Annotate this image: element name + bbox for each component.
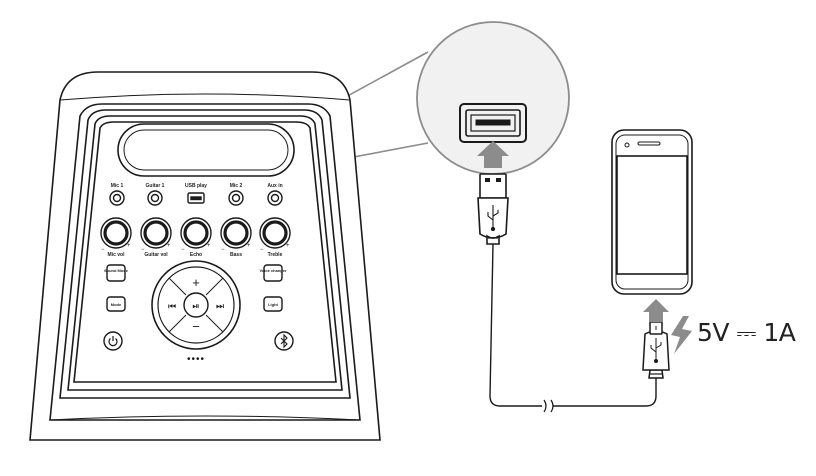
voice-changer-button [263, 264, 283, 282]
zoom-callout [416, 21, 570, 175]
usb-cable-right [553, 378, 657, 407]
svg-text:+: + [207, 243, 211, 249]
label-sound-mode: Sound Mode [104, 268, 129, 273]
speaker-outer-body [29, 71, 381, 441]
speaker-outer-frame [49, 103, 361, 421]
top-row-jacks [109, 190, 283, 206]
top-row-labels: Mic 1 Guitar 1 USB play Mic 2 Aux in [111, 183, 283, 189]
label-mic2: Mic 2 [230, 183, 243, 189]
nav-pad-inner [157, 266, 235, 344]
svg-text:−: − [221, 247, 225, 253]
aux-in-jack [267, 190, 283, 206]
bluetooth-icon [280, 333, 288, 349]
speaker-top-edge [59, 93, 351, 101]
knob-bass: −+ [220, 217, 252, 253]
phone-speaker-slot [637, 141, 661, 146]
power-button [103, 331, 123, 351]
phone-camera-icon [624, 142, 630, 148]
usb-symbol-icon [487, 205, 499, 232]
knob-echo: −+ [180, 217, 212, 253]
cable-break-symbol [543, 399, 554, 413]
label-mode: Mode [111, 302, 122, 307]
svg-text:+: + [167, 243, 171, 249]
insert-arrow-up-icon [477, 141, 509, 168]
label-treble: Treble [268, 252, 283, 258]
label-echo: Echo [190, 252, 202, 258]
label-bass: Bass [230, 252, 242, 258]
svg-text:−: − [141, 247, 145, 253]
svg-text:+: + [127, 243, 131, 249]
play-pause-button [183, 292, 209, 318]
knob-row: −+ −+ −+ −+ −+ [100, 217, 291, 253]
speaker-base-line [49, 415, 361, 421]
label-voice-changer: Voice changer [259, 268, 286, 273]
label-guitar-vol: Guitar vol [144, 252, 168, 258]
label-guitar1: Guitar 1 [146, 183, 165, 189]
usb-port [187, 192, 205, 204]
top-handle-inner [123, 129, 289, 171]
svg-text:+: + [247, 243, 251, 249]
zoomed-usb-port [459, 103, 527, 143]
label-mic1: Mic 1 [111, 183, 124, 189]
svg-text:+: + [286, 243, 290, 249]
light-button [263, 296, 283, 312]
charging-bolt-icon [671, 316, 692, 354]
label-light: Light [268, 302, 278, 307]
volume-up-symbol: + [192, 275, 200, 290]
speaker-inner-frame-3 [73, 121, 337, 383]
nav-pad-symbols: + − ⏮ ⏯ ⏭ [168, 275, 224, 334]
svg-text:−: − [260, 247, 264, 253]
mic2-jack [228, 190, 244, 206]
charging-spec-label: 5V ⎓ 1A [697, 318, 796, 347]
speaker-inner-frame-1 [59, 109, 351, 399]
next-icon: ⏭ [216, 301, 224, 311]
mode-button [106, 296, 126, 312]
label-mic-vol: Mic vol [108, 252, 126, 258]
nav-pad-outer [151, 260, 241, 350]
volume-down-symbol: − [192, 319, 200, 334]
knob-labels: Mic vol Guitar vol Echo Bass Treble [108, 252, 283, 258]
side-button-labels: Sound Mode Mode Voice changer Light [104, 268, 287, 307]
svg-text:−: − [101, 247, 105, 253]
knob-treble: −+ [259, 217, 291, 253]
usb-cable-left [489, 243, 542, 407]
play-pause-icon: ⏯ [192, 301, 199, 311]
speaker-inner-frame-2 [67, 115, 343, 391]
phone-screen [616, 155, 688, 275]
label-aux-in: Aux in [267, 183, 282, 189]
smartphone [611, 129, 693, 295]
status-indicator-dots: •••• [187, 354, 205, 365]
guitar1-jack [147, 190, 163, 206]
label-usb-play: USB play [185, 183, 207, 189]
mic1-jack [109, 190, 125, 206]
previous-icon: ⏮ [168, 301, 176, 311]
speaker-unit [29, 71, 381, 441]
knob-mic-vol: −+ [100, 217, 132, 253]
phone-connect-arrow-icon [643, 299, 669, 322]
power-icon [108, 336, 118, 347]
knob-guitar-vol: −+ [140, 217, 172, 253]
micro-usb-symbol-icon [650, 338, 662, 363]
bluetooth-button [274, 331, 294, 351]
top-handle-recess [117, 123, 295, 177]
sound-mode-button [106, 264, 126, 282]
svg-text:−: − [181, 247, 185, 253]
side-buttons [103, 264, 294, 351]
nav-pad [151, 260, 241, 350]
